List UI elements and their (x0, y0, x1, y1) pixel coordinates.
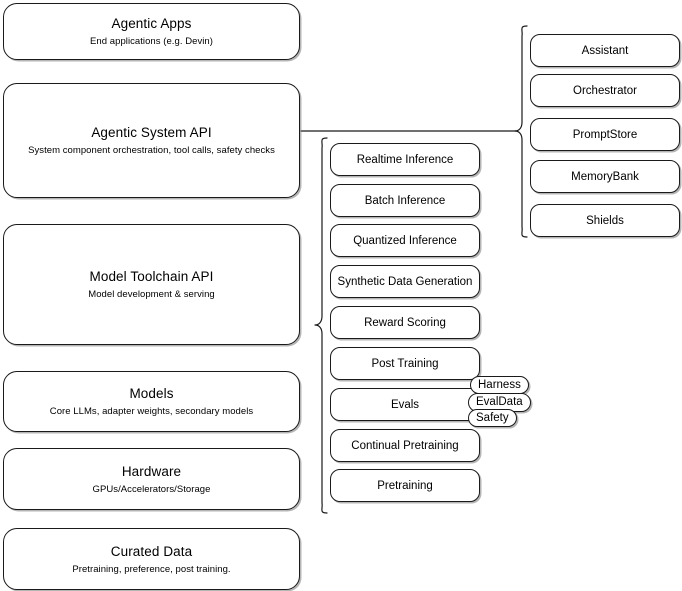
layer-subtitle: Pretraining, preference, post training. (72, 563, 231, 575)
layer-title: Models (129, 386, 174, 401)
stack-layer-hardware[interactable]: Hardware GPUs/Accelerators/Storage (3, 448, 300, 510)
stack-layer-models[interactable]: Models Core LLMs, adapter weights, secon… (3, 371, 300, 432)
system-item-promptstore[interactable]: PromptStore (530, 118, 680, 151)
toolchain-item-post-training[interactable]: Post Training (330, 347, 480, 380)
layer-title: Model Toolchain API (89, 269, 214, 284)
toolchain-item-label: Realtime Inference (356, 153, 454, 166)
eval-pill-label: Safety (476, 411, 509, 424)
layer-subtitle: End applications (e.g. Devin) (90, 36, 213, 47)
stack-layer-model-toolchain-api[interactable]: Model Toolchain API Model development & … (3, 224, 300, 345)
system-item-memorybank[interactable]: MemoryBank (530, 160, 680, 193)
toolchain-item-label: Quantized Inference (353, 234, 457, 247)
toolchain-item-realtime-inference[interactable]: Realtime Inference (330, 143, 480, 176)
toolchain-item-label: Post Training (371, 357, 439, 370)
layer-title: Curated Data (110, 543, 193, 559)
toolchain-item-label: Pretraining (377, 479, 433, 492)
eval-pill-label: Harness (478, 378, 521, 391)
stack-layer-agentic-system-api[interactable]: Agentic System API System component orch… (3, 83, 300, 198)
layer-subtitle: GPUs/Accelerators/Storage (92, 483, 211, 495)
eval-pill-harness[interactable]: Harness (470, 376, 529, 394)
layer-subtitle: Core LLMs, adapter weights, secondary mo… (49, 406, 254, 417)
layer-subtitle: System component orchestration, tool cal… (28, 145, 275, 156)
toolchain-item-label: Evals (390, 398, 420, 411)
toolchain-item-quantized-inference[interactable]: Quantized Inference (330, 224, 480, 257)
system-item-label: MemoryBank (571, 170, 639, 183)
layer-title: Agentic Apps (111, 16, 192, 31)
toolchain-item-continual-pretraining[interactable]: Continual Pretraining (330, 429, 480, 462)
system-item-label: Assistant (581, 44, 629, 57)
toolchain-item-reward-scoring[interactable]: Reward Scoring (330, 306, 480, 339)
system-item-label: Orchestrator (573, 84, 637, 97)
toolchain-item-label: Synthetic Data Generation (337, 275, 473, 288)
system-item-label: Shields (586, 214, 624, 227)
toolchain-item-batch-inference[interactable]: Batch Inference (330, 184, 480, 217)
toolchain-item-label: Reward Scoring (364, 316, 446, 329)
system-item-assistant[interactable]: Assistant (530, 34, 680, 67)
layer-title: Hardware (121, 463, 182, 479)
system-item-orchestrator[interactable]: Orchestrator (530, 74, 680, 107)
layer-title: Agentic System API (91, 125, 212, 140)
stack-layer-curated-data[interactable]: Curated Data Pretraining, preference, po… (3, 528, 300, 590)
toolchain-item-label: Continual Pretraining (351, 439, 459, 452)
toolchain-item-pretraining[interactable]: Pretraining (330, 469, 480, 502)
system-item-shields[interactable]: Shields (530, 204, 680, 237)
system-item-label: PromptStore (572, 128, 638, 141)
toolchain-item-label: Batch Inference (364, 194, 446, 207)
brace-toolchain-components (314, 137, 328, 514)
eval-pill-safety[interactable]: Safety (468, 409, 517, 427)
toolchain-item-synthetic-data-generation[interactable]: Synthetic Data Generation (330, 265, 480, 298)
stack-layer-agentic-apps[interactable]: Agentic Apps End applications (e.g. Devi… (3, 3, 300, 60)
eval-pill-label: EvalData (476, 396, 523, 408)
layer-subtitle: Model development & serving (88, 289, 215, 300)
brace-system-components (514, 25, 528, 238)
toolchain-item-evals[interactable]: Evals (330, 388, 480, 421)
